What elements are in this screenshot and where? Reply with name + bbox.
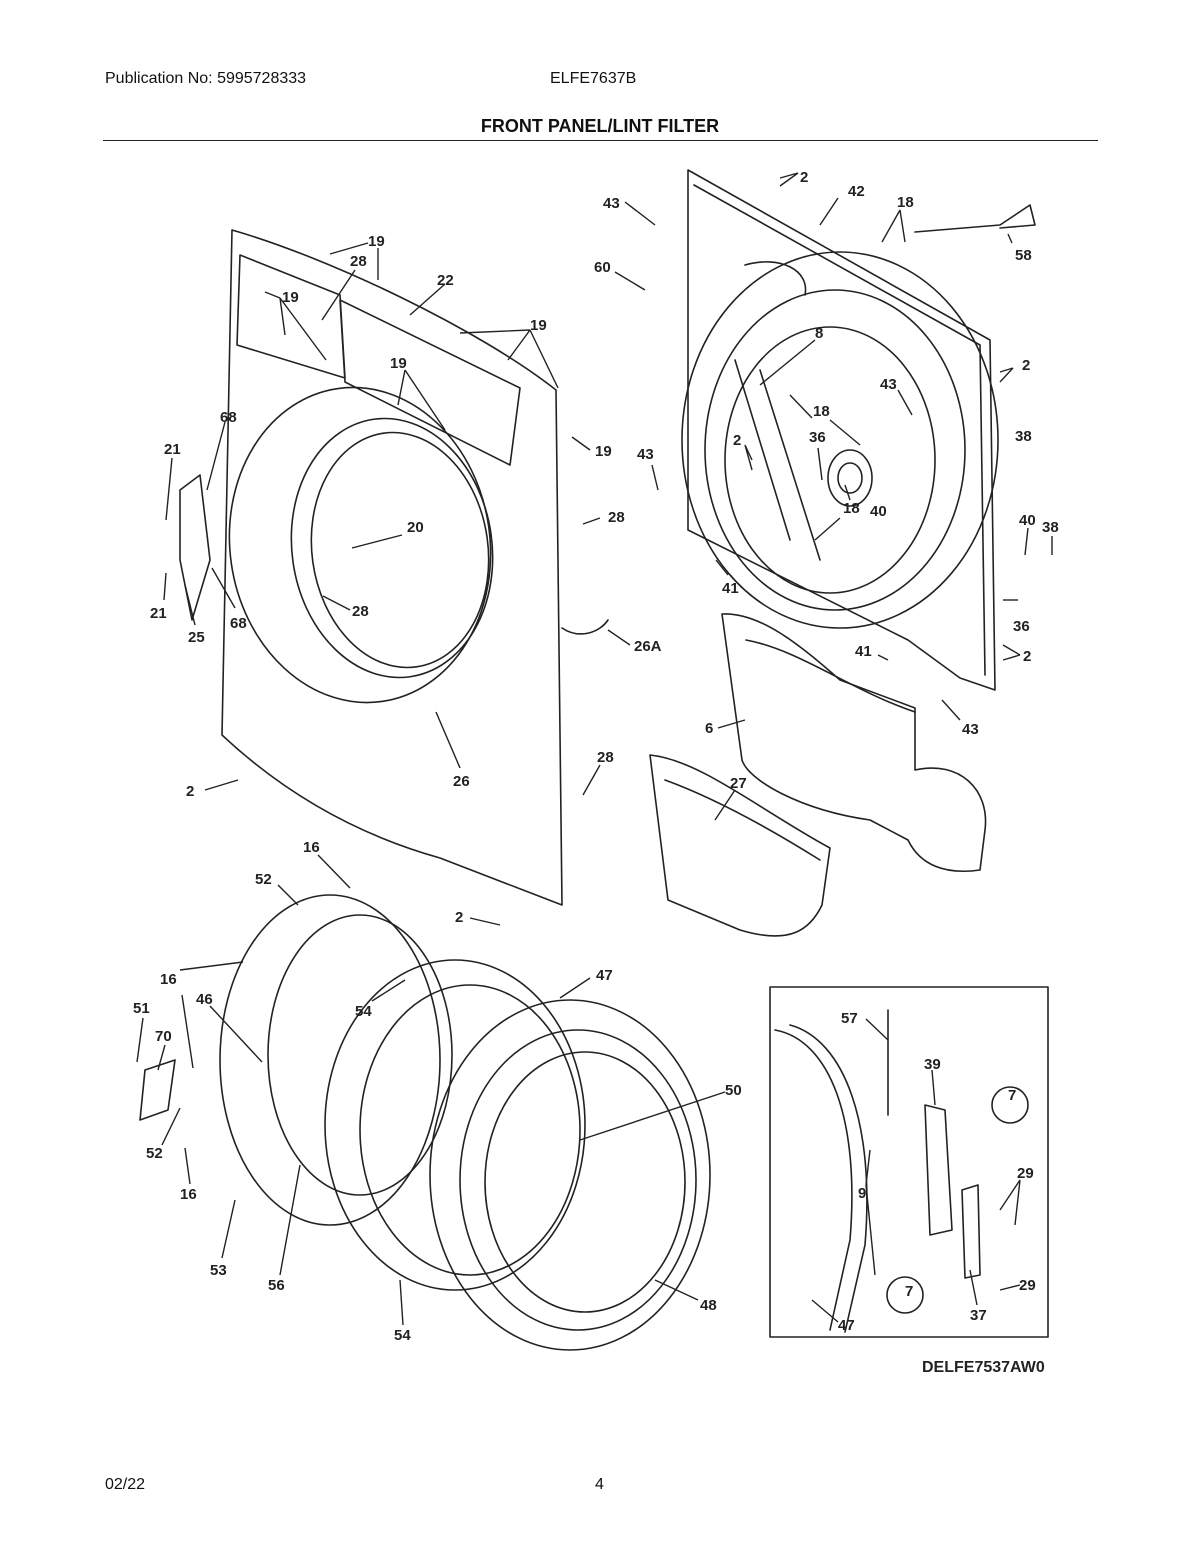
callout-19: 19 — [390, 355, 407, 372]
publication-number: Publication No: 5995728333 — [105, 70, 307, 87]
callout-2: 2 — [1022, 357, 1030, 374]
callout-42: 42 — [848, 183, 865, 200]
callout-48: 48 — [700, 1297, 717, 1314]
callout-47: 47 — [838, 1317, 855, 1334]
callout-58: 58 — [1015, 247, 1032, 264]
callout-28: 28 — [597, 749, 614, 766]
callout-16: 16 — [303, 839, 320, 856]
hinge-plate — [179, 474, 211, 621]
callout-20: 20 — [407, 519, 424, 536]
callout-43: 43 — [962, 721, 979, 738]
callout-68: 68 — [230, 615, 247, 632]
title-rule — [103, 140, 1098, 141]
callout-2: 2 — [455, 909, 463, 926]
callout-16: 16 — [180, 1186, 197, 1203]
callout-6: 6 — [705, 720, 713, 737]
callout-2: 2 — [800, 169, 808, 186]
page-number: 4 — [595, 1476, 604, 1493]
callout-19: 19 — [595, 443, 612, 460]
callout-18: 18 — [843, 500, 860, 517]
callout-26a: 26A — [634, 638, 662, 655]
callout-51: 51 — [133, 1000, 150, 1017]
callout-19: 19 — [282, 289, 299, 306]
lint-filter-housing — [721, 613, 987, 872]
callout-54: 54 — [394, 1327, 411, 1344]
rear-bulkhead-panel — [681, 169, 999, 691]
callout-39: 39 — [924, 1056, 941, 1073]
callout-18: 18 — [813, 403, 830, 420]
callout-50: 50 — [725, 1082, 742, 1099]
callout-43: 43 — [880, 376, 897, 393]
callout-28: 28 — [608, 509, 625, 526]
callout-43: 43 — [603, 195, 620, 212]
callout-25: 25 — [188, 629, 205, 646]
callout-41: 41 — [722, 580, 739, 597]
callout-7: 7 — [905, 1283, 913, 1300]
callout-29: 29 — [1017, 1165, 1034, 1182]
callout-36: 36 — [1013, 618, 1030, 635]
callout-8: 8 — [815, 325, 823, 342]
page-title: FRONT PANEL/LINT FILTER — [480, 116, 720, 136]
callout-7: 7 — [1008, 1087, 1016, 1104]
front-panel — [221, 229, 563, 906]
callout-53: 53 — [210, 1262, 227, 1279]
sensor-harness — [914, 204, 1036, 233]
callout-22: 22 — [437, 272, 454, 289]
callout-27: 27 — [730, 775, 747, 792]
inset-hinge-detail — [774, 1009, 1029, 1333]
callout-38: 38 — [1015, 428, 1032, 445]
callout-37: 37 — [970, 1307, 987, 1324]
model-number: ELFE7637B — [550, 70, 637, 87]
callout-2: 2 — [186, 783, 194, 800]
callout-46: 46 — [196, 991, 213, 1008]
callout-68: 68 — [220, 409, 237, 426]
callout-43: 43 — [637, 446, 654, 463]
callout-2: 2 — [1023, 648, 1031, 665]
callout-9: 9 — [858, 1185, 866, 1202]
callout-36: 36 — [809, 429, 826, 446]
callout-26: 26 — [453, 773, 470, 790]
callout-41: 41 — [855, 643, 872, 660]
callout-40: 40 — [1019, 512, 1036, 529]
wire-harness — [561, 619, 609, 635]
callout-70: 70 — [155, 1028, 172, 1045]
footer-date: 02/22 — [105, 1476, 146, 1493]
lint-filter — [649, 754, 831, 937]
callout-29: 29 — [1019, 1277, 1036, 1294]
callout-38: 38 — [1042, 519, 1059, 536]
callout-28: 28 — [352, 603, 369, 620]
callout-40: 40 — [870, 503, 887, 520]
callout-16: 16 — [160, 971, 177, 988]
callout-2: 2 — [733, 432, 741, 449]
callout-18: 18 — [897, 194, 914, 211]
callout-57: 57 — [841, 1010, 858, 1027]
inset-detail-frame — [769, 986, 1049, 1338]
diagram-code: DELFE7537AW0 — [922, 1359, 1045, 1376]
callout-19: 19 — [530, 317, 547, 334]
door-assembly — [139, 894, 711, 1351]
callout-28: 28 — [350, 253, 367, 270]
callout-54: 54 — [355, 1003, 372, 1020]
callout-60: 60 — [594, 259, 611, 276]
callout-52: 52 — [146, 1145, 163, 1162]
callout-52: 52 — [255, 871, 272, 888]
exploded-parts-diagram: 2 42 43 18 58 60 8 2 43 18 38 2 36 43 18… — [133, 169, 1059, 1376]
callout-21: 21 — [164, 441, 181, 458]
callout-21: 21 — [150, 605, 167, 622]
callout-47: 47 — [596, 967, 613, 984]
callout-19: 19 — [368, 233, 385, 250]
callout-56: 56 — [268, 1277, 285, 1294]
